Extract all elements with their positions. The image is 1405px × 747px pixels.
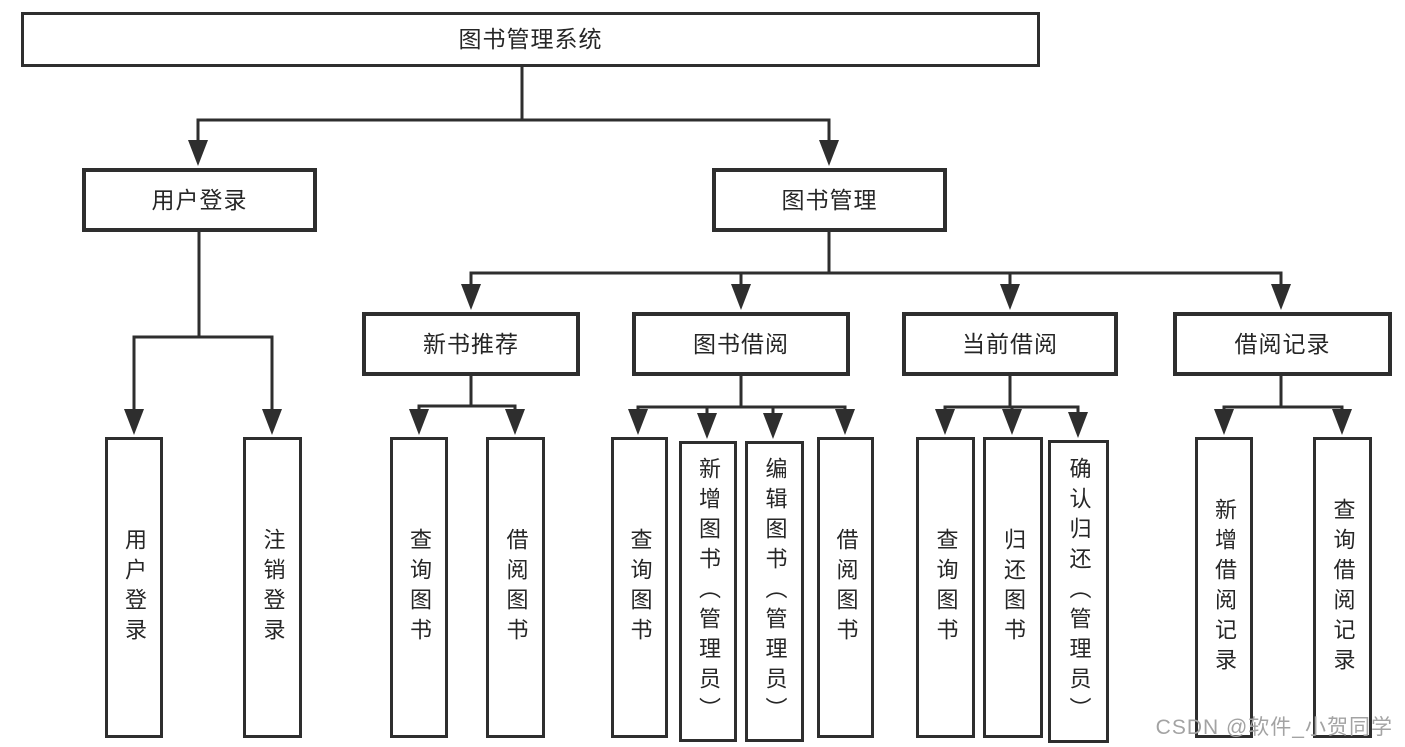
- node-book-borrowing: 图书借阅: [632, 312, 850, 376]
- node-root: 图书管理系统: [21, 12, 1040, 67]
- node-new-book-recommendation: 新书推荐: [362, 312, 580, 376]
- node-current-borrowing: 当前借阅: [902, 312, 1118, 376]
- leaf-borrowing-add-admin: 新增图书（管理员）: [679, 441, 737, 742]
- leaf-records-add: 新增借阅记录: [1195, 437, 1253, 738]
- node-user-login: 用户登录: [82, 168, 317, 232]
- node-book-management: 图书管理: [712, 168, 947, 232]
- node-borrow-records: 借阅记录: [1173, 312, 1392, 376]
- leaf-borrowing-query: 查询图书: [611, 437, 668, 738]
- watermark-text: CSDN @软件_小贺同学: [1155, 716, 1393, 739]
- leaf-current-query: 查询图书: [916, 437, 975, 738]
- leaf-new-books-query: 查询图书: [390, 437, 448, 738]
- leaf-current-return: 归还图书: [983, 437, 1043, 738]
- leaf-user-login: 用户登录: [105, 437, 163, 738]
- leaf-current-confirm-admin: 确认归还（管理员）: [1048, 440, 1109, 743]
- leaf-new-books-borrow: 借阅图书: [486, 437, 545, 738]
- leaf-records-query: 查询借阅记录: [1313, 437, 1372, 738]
- leaf-borrowing-edit-admin: 编辑图书（管理员）: [745, 441, 804, 742]
- leaf-logout: 注销登录: [243, 437, 302, 738]
- leaf-borrowing-borrow: 借阅图书: [817, 437, 874, 738]
